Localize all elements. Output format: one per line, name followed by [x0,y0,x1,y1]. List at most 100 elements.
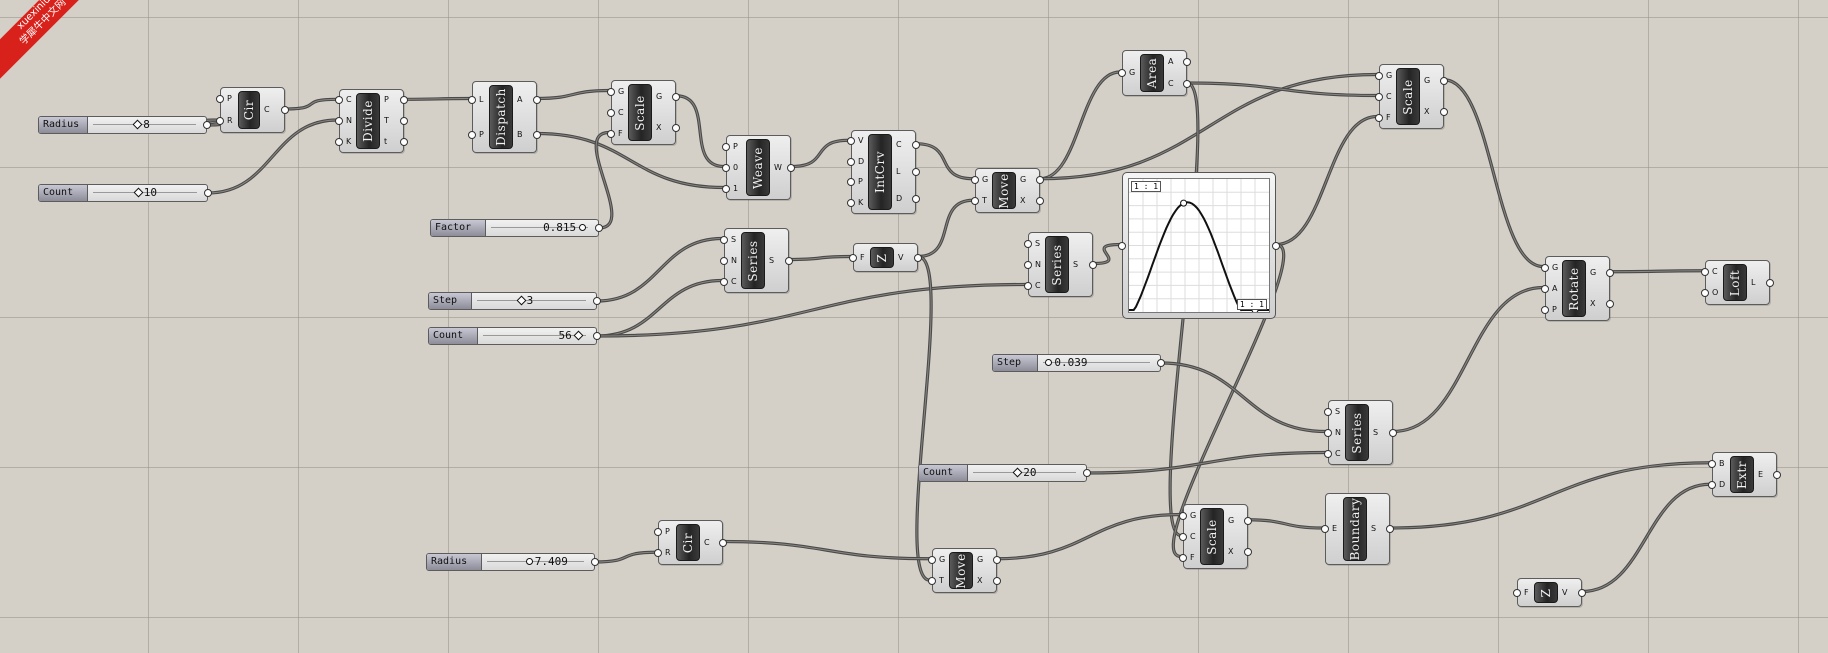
component-core[interactable]: Dispatch [489,85,513,149]
input-grip[interactable] [847,198,855,207]
input-grip[interactable] [847,137,855,146]
output-grip[interactable] [785,256,793,265]
slider-knob[interactable] [525,558,533,565]
component-core[interactable]: Weave [746,139,770,196]
input-grip[interactable] [720,235,728,244]
output-grip[interactable] [1386,525,1394,533]
output-grip[interactable] [1183,58,1191,66]
component-core[interactable]: Series [1345,404,1369,461]
output-grip[interactable] [1036,197,1044,206]
component-core[interactable]: Cir [676,524,700,561]
component-core[interactable]: Z [1534,582,1558,603]
output-grip[interactable] [912,195,920,204]
output-grip[interactable] [591,558,599,566]
slider-knob[interactable] [133,187,144,198]
output-grip[interactable] [912,168,920,176]
component-core[interactable]: Extr [1730,456,1754,493]
slider-track[interactable] [973,472,1076,473]
output-grip[interactable] [1606,300,1614,309]
input-grip[interactable] [607,129,615,138]
slider-knob[interactable] [1045,359,1053,366]
output-grip[interactable] [1244,516,1252,525]
input-grip[interactable] [607,108,615,117]
component-core[interactable]: Series [741,232,765,289]
input-grip[interactable] [1324,407,1332,416]
input-grip[interactable] [1541,284,1549,293]
output-grip[interactable] [1036,175,1044,184]
slider-track[interactable] [477,300,586,301]
input-grip[interactable] [216,117,224,125]
component-core[interactable]: Scale [628,84,652,141]
slider-track[interactable] [487,561,584,562]
component-core[interactable]: Move [949,552,973,589]
output-grip[interactable] [1272,241,1280,250]
input-grip[interactable] [847,178,855,187]
input-grip[interactable] [468,130,476,139]
slider-knob[interactable] [573,330,584,341]
output-grip[interactable] [595,224,603,232]
input-grip[interactable] [1375,71,1383,80]
input-grip[interactable] [607,87,615,96]
output-grip[interactable] [1578,588,1586,597]
component-core[interactable]: Divide [356,93,380,149]
input-grip[interactable] [1541,305,1549,314]
input-grip[interactable] [928,577,936,586]
slider-knob[interactable] [132,119,143,130]
input-grip[interactable] [654,527,662,536]
input-grip[interactable] [1701,267,1709,276]
input-grip[interactable] [1024,239,1032,248]
output-grip[interactable] [533,95,541,104]
output-grip[interactable] [1183,80,1191,88]
output-grip[interactable] [993,555,1001,564]
input-grip[interactable] [335,96,343,105]
input-grip[interactable] [216,95,224,103]
input-grip[interactable] [1179,532,1187,541]
output-grip[interactable] [1606,268,1614,277]
input-grip[interactable] [847,157,855,166]
input-grip[interactable] [722,142,730,151]
component-core[interactable]: Boundary [1343,497,1367,561]
input-grip[interactable] [971,175,979,184]
output-grip[interactable] [1157,359,1165,367]
slider-knob[interactable] [1012,467,1023,478]
output-grip[interactable] [914,253,922,262]
component-core[interactable]: Cir [238,91,260,129]
input-grip[interactable] [722,184,730,193]
slider-track[interactable] [93,124,196,125]
input-grip[interactable] [1118,69,1126,77]
component-core[interactable]: Loft [1723,264,1747,301]
output-grip[interactable] [1389,428,1397,437]
output-grip[interactable] [912,140,920,149]
slider-track[interactable] [491,227,588,228]
output-grip[interactable] [400,137,408,146]
input-grip[interactable] [1024,281,1032,290]
output-grip[interactable] [719,538,727,547]
input-grip[interactable] [654,549,662,558]
input-grip[interactable] [1513,588,1521,597]
input-grip[interactable] [1321,525,1329,533]
component-core[interactable]: Scale [1200,508,1224,565]
slider-track[interactable] [483,335,586,336]
input-grip[interactable] [335,117,343,125]
input-grip[interactable] [468,95,476,104]
input-grip[interactable] [1324,428,1332,437]
input-grip[interactable] [1708,481,1716,490]
